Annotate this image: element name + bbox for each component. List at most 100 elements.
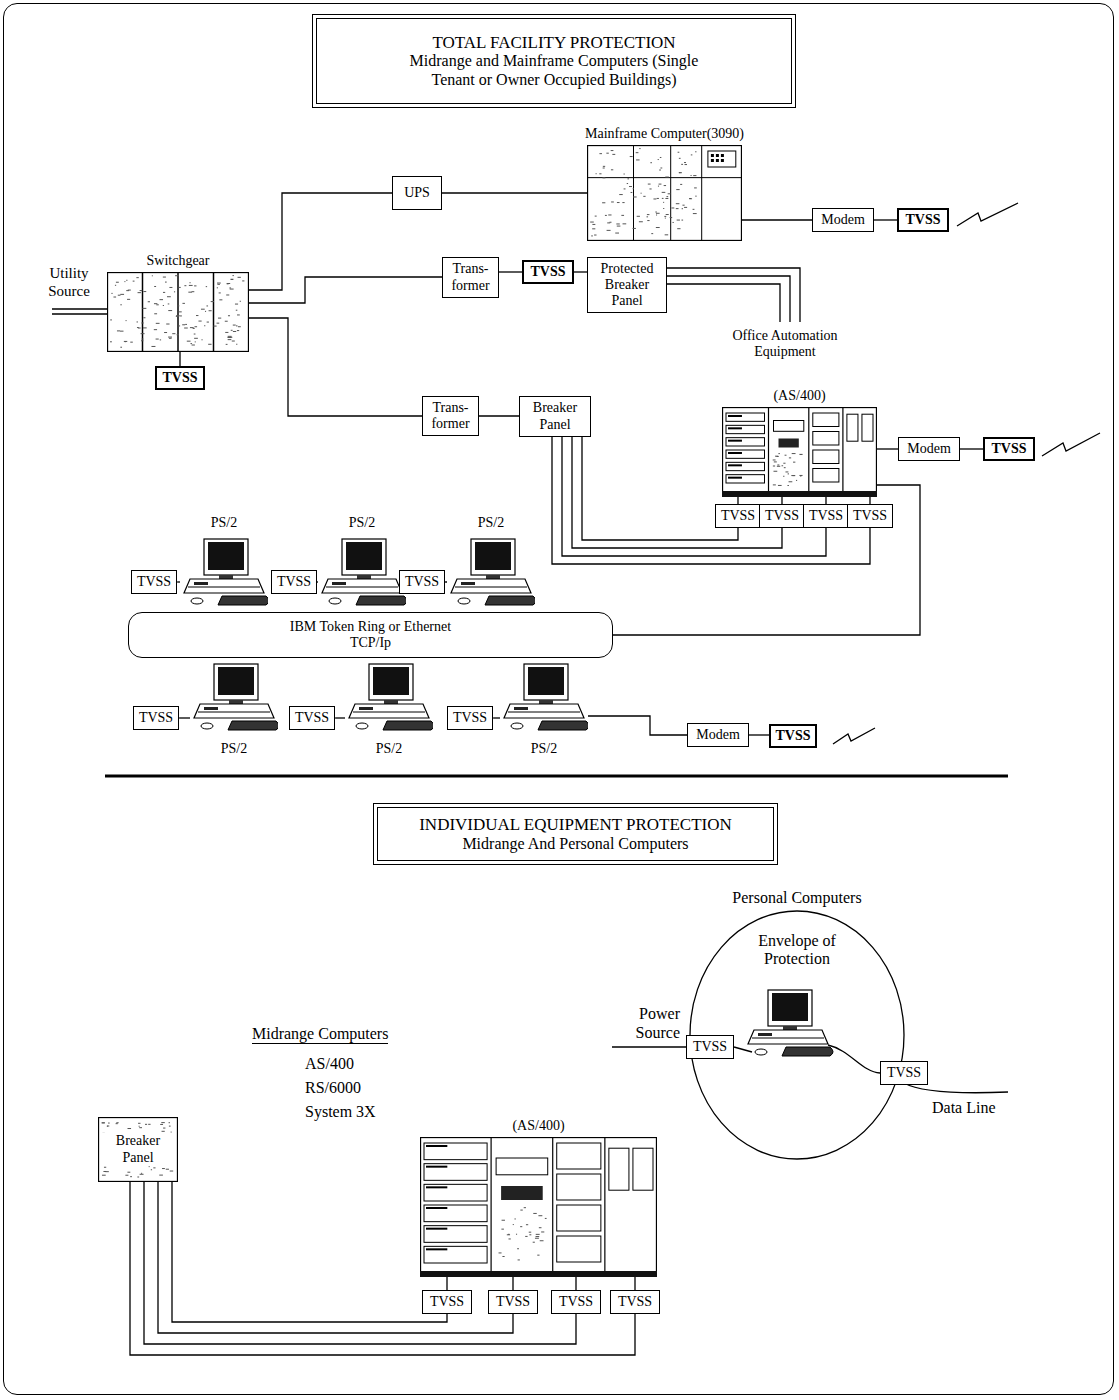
power-line [667,276,790,322]
power-line [781,497,782,504]
lightning-symbol [957,203,1018,226]
power-line [249,193,392,290]
data-cord [828,1045,880,1073]
tvss-box: TVSS [847,504,893,528]
power-line [877,448,898,449]
ups-box: UPS [392,176,442,210]
tvss-box: TVSS [686,1035,734,1059]
tvss-box: TVSS [155,366,205,390]
tvss-box: TVSS [983,437,1035,461]
power-source-line [612,1046,686,1047]
box-label: PS/2 [531,741,557,757]
power-line [179,352,180,366]
equipment-label: Office Automation Equipment [714,322,856,366]
power-line [634,1277,635,1290]
power-line [172,1182,447,1322]
box-label: TVSS [853,508,887,524]
tvss-box: TVSS [422,1290,472,1314]
title-box: INDIVIDUAL EQUIPMENT PROTECTIONMidrange … [373,803,778,865]
power-line [574,271,587,272]
equipment-drawing [587,145,742,241]
power-line [737,497,738,504]
box-label: TVSS [775,728,810,744]
modem-box: Modem [812,208,874,232]
power-line [442,192,587,193]
equipment-heading: (AS/400) [773,388,825,404]
tvss-box: TVSS [880,1061,928,1085]
box-label: TOTAL FACILITY PROTECTION [432,33,675,53]
box-label: TVSS [137,574,171,590]
power-cord [734,1047,752,1052]
box-label: Envelope of Protection [752,932,842,969]
equipment-drawing [722,407,877,497]
power-line [335,717,345,718]
equipment-drawing [107,272,249,352]
box-label: Midrange And Personal Computers [462,835,688,853]
personal-computer: PS/2 [345,662,433,757]
box-label: IBM Token Ring or Ethernet TCP/Ip [286,619,456,651]
power-line [742,219,812,220]
box-label: TVSS [295,710,329,726]
section-heading: Midrange Computers [252,1024,388,1044]
breaker-panel: Protected Breaker Panel [587,257,667,313]
power-line [825,497,826,504]
tvss-box: TVSS [133,706,179,730]
box-label: TVSS [887,1065,921,1081]
box-label: PS/2 [349,515,375,531]
equipment-heading: Mainframe Computer(3090) [585,126,744,142]
tvss-box: TVSS [759,504,805,528]
mainframe-computer: Mainframe Computer(3090) [587,145,742,241]
modem-box: Modem [687,723,749,747]
tvss-box: TVSS [897,208,949,232]
box-label: TVSS [809,508,843,524]
box-label: PS/2 [211,515,237,531]
equipment-heading: Switchgear [147,253,210,269]
box-label: Midrange and Mainframe Computers (Single… [389,52,719,89]
box-label: Office Automation Equipment [720,328,850,360]
power-line [179,717,190,718]
power-line [874,219,897,220]
box-label: TVSS [405,574,439,590]
tvss-box: TVSS [488,1290,538,1314]
box-label: TVSS [765,508,799,524]
utility-feed [52,308,107,309]
lightning-symbol [1042,433,1100,456]
personal-computer: PS/2 [447,515,535,610]
box-label: Trans- former [427,400,474,432]
power-line [575,1277,576,1290]
box-label: TVSS [496,1294,530,1310]
tvss-box: TVSS [715,504,761,528]
midrange-computer: (AS/400) [722,407,877,497]
power-line [249,318,422,416]
box-label: INDIVIDUAL EQUIPMENT PROTECTION [419,815,732,835]
note-label: Power Source [610,1004,680,1042]
switchgear: Switchgear [107,272,249,352]
power-line [445,581,447,582]
power-line [588,716,687,735]
tvss-box: TVSS [399,570,445,594]
transformer-box: Trans- former [422,396,479,436]
equipment-heading: Personal Computers [732,889,861,907]
note-label: AS/400 [305,1054,354,1073]
box-label: Trans- former [447,261,494,293]
breaker-panel: Breaker Panel [98,1117,178,1182]
modem-box: Modem [898,437,960,461]
power-line [493,717,500,718]
power-line [512,1277,513,1290]
power-line [479,415,519,416]
personal-computer: PS/2 [190,662,278,757]
breaker-feed [666,284,780,322]
box-label: PS/2 [478,515,504,531]
box-label: TVSS [430,1294,464,1310]
tvss-box: TVSS [551,1290,601,1314]
title-box: TOTAL FACILITY PROTECTIONMidrange and Ma… [312,14,796,108]
breaker-panel: Breaker Panel [519,396,591,436]
box-label: TVSS [162,370,197,386]
tvss-box: TVSS [610,1290,660,1314]
personal-computer: PS/2 [180,515,268,610]
box-label: TVSS [139,710,173,726]
power-line [749,734,769,735]
power-line [499,271,522,272]
box-label: PS/2 [376,741,402,757]
box-label: TVSS [693,1039,727,1055]
